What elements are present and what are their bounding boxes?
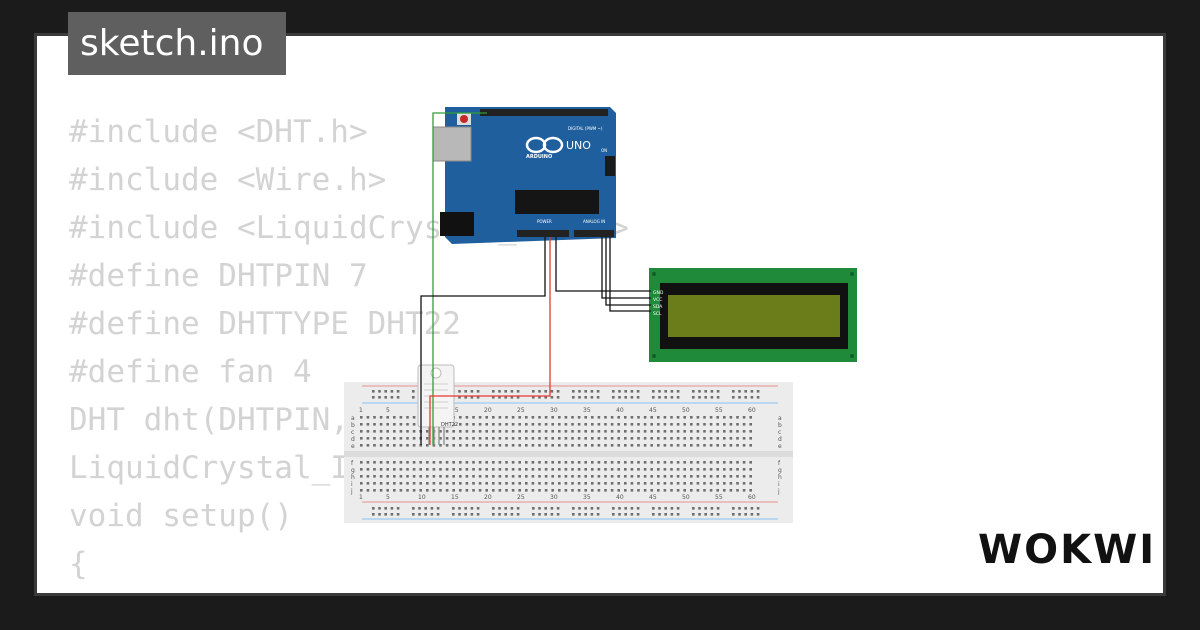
wire-lcd-sda	[605, 237, 651, 306]
column-number: 20	[484, 494, 492, 501]
breadboard[interactable]: 1 5 10 15 20 25 30 35 40 45 50 55 60 1 5…	[344, 382, 793, 523]
column-number: 45	[649, 494, 657, 501]
column-number: 40	[616, 494, 624, 501]
column-number: 35	[583, 494, 591, 501]
row-letter: d	[778, 436, 782, 443]
wokwi-logo-text: WOKWI	[978, 527, 1157, 573]
wires	[420, 112, 651, 445]
on-label: ON	[601, 148, 607, 153]
lcd-pin-scl: SCL	[653, 311, 662, 317]
column-number: 50	[682, 407, 690, 414]
row-letter: c	[778, 429, 781, 436]
code-line: #include <Wire.h>	[69, 162, 387, 198]
code-line: void setup()	[69, 498, 293, 534]
arduino-uno-board[interactable]: UNO ARDUINO DIGITAL (PWM ~) POWER ANALOG…	[432, 107, 616, 244]
code-line: #define fan 4	[69, 354, 312, 390]
icsp-header	[605, 156, 615, 176]
row-letter: i	[778, 481, 780, 488]
atmega-chip	[515, 190, 599, 214]
column-number: 1	[359, 494, 363, 501]
row-letter: f	[351, 460, 354, 467]
brand-label: ARDUINO	[526, 154, 552, 160]
board-model-label: UNO	[566, 139, 591, 152]
wire-lcd-scl	[609, 237, 651, 312]
lcd-pin-gnd: GND	[653, 290, 664, 296]
breadboard-row-letters: a b c d e f g h i j a b c d e f g h i j	[350, 415, 782, 495]
row-letter: a	[351, 415, 355, 422]
row-letter: i	[351, 481, 353, 488]
column-number: 5	[386, 494, 390, 501]
column-number: 25	[517, 407, 525, 414]
column-number: 55	[715, 494, 723, 501]
code-line: #define DHTPIN 7	[69, 258, 368, 294]
lcd-pin-sda: SDA	[653, 304, 663, 310]
column-number: 45	[649, 407, 657, 414]
row-letter: j	[350, 488, 353, 495]
row-letter: d	[351, 436, 355, 443]
power-jack	[440, 212, 474, 236]
code-line: #include <DHT.h>	[69, 114, 368, 150]
column-number: 15	[451, 494, 459, 501]
column-number: 30	[550, 494, 558, 501]
column-number: 10	[418, 494, 426, 501]
dht-label: DHT22	[441, 422, 458, 428]
column-number: 50	[682, 494, 690, 501]
column-number: 40	[616, 407, 624, 414]
row-letter: e	[351, 443, 355, 450]
column-number: 1	[359, 407, 363, 414]
column-number: 35	[583, 407, 591, 414]
card-shadow	[48, 596, 1166, 616]
row-letter: j	[777, 488, 780, 495]
wire-signal	[432, 112, 487, 445]
column-number: 5	[386, 407, 390, 414]
wire-ground	[420, 237, 546, 445]
row-letter: b	[778, 422, 782, 429]
power-header	[517, 230, 569, 237]
digital-header	[480, 109, 608, 116]
lcd-pin-labels: GND VCC SDA SCL	[653, 290, 664, 317]
usb-port	[432, 126, 472, 162]
row-letter: g	[778, 467, 782, 474]
arduino-infinity-logo-icon	[525, 136, 564, 154]
power-label: POWER	[537, 219, 552, 224]
column-number: 60	[748, 407, 756, 414]
row-letter: e	[778, 443, 782, 450]
row-letter: b	[351, 422, 355, 429]
code-line: #define DHTTYPE DHT22	[69, 306, 461, 342]
analog-header	[574, 230, 614, 237]
row-letter: h	[351, 474, 355, 481]
wire-lcd-gnd	[555, 237, 651, 292]
wokwi-logo: WOKWI	[978, 527, 1156, 573]
column-number: 55	[715, 407, 723, 414]
digital-label: DIGITAL (PWM ~)	[568, 126, 603, 131]
row-letter: c	[351, 429, 354, 436]
sketch-filename-tab[interactable]: sketch.ino	[68, 12, 286, 75]
row-letter: h	[778, 474, 782, 481]
column-number: 60	[748, 494, 756, 501]
wire-lcd-vcc	[601, 237, 651, 299]
lcd-1602-display[interactable]: GND VCC SDA SCL	[649, 268, 857, 362]
column-number: 30	[550, 407, 558, 414]
column-number: 15	[451, 407, 459, 414]
row-letter: f	[778, 460, 781, 467]
analog-label: ANALOG IN	[583, 219, 605, 224]
row-letter: g	[351, 467, 355, 474]
row-letter: a	[778, 415, 782, 422]
column-number: 25	[517, 494, 525, 501]
wire-power	[429, 237, 551, 445]
code-line: {	[69, 546, 88, 582]
lcd-pin-vcc: VCC	[653, 297, 662, 303]
column-number: 20	[484, 407, 492, 414]
